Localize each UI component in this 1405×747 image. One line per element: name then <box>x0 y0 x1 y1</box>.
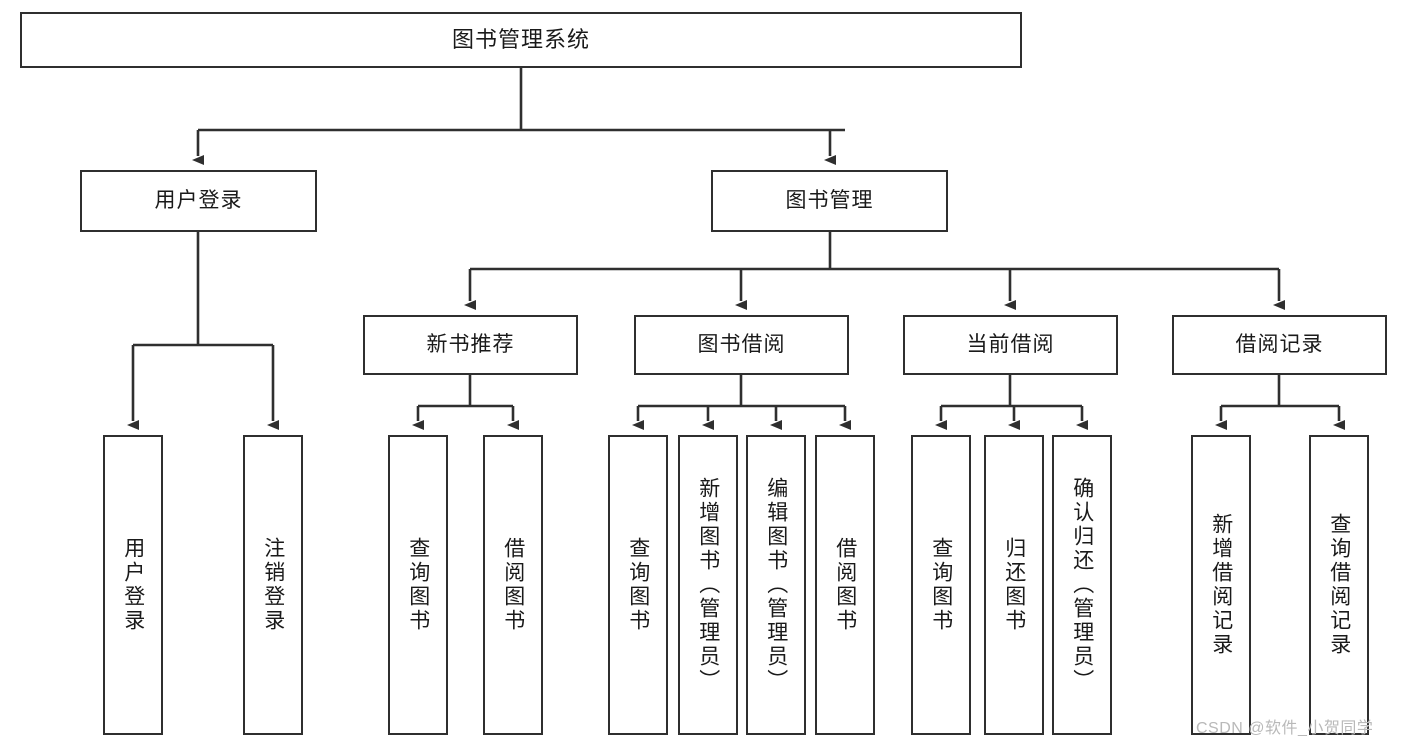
csdn-watermark: CSDN @软件_小贺同学 <box>1196 720 1374 737</box>
node-leaf-user-login-label: 用户登录 <box>121 537 145 633</box>
node-user-login-label: 用户登录 <box>154 189 243 213</box>
node-leaf-add-book-label: 新增图书（管理员） <box>696 477 720 693</box>
node-leaf-query-record[interactable]: 查询借阅记录 <box>1309 435 1369 735</box>
node-leaf-query-book-2-label: 查询图书 <box>626 537 650 633</box>
node-leaf-borrow-book-2[interactable]: 借阅图书 <box>815 435 875 735</box>
node-root-label: 图书管理系统 <box>451 26 590 52</box>
node-leaf-query-record-label: 查询借阅记录 <box>1327 513 1351 657</box>
node-root[interactable]: 图书管理系统 <box>20 12 1022 68</box>
node-leaf-query-book-3[interactable]: 查询图书 <box>911 435 971 735</box>
node-leaf-logout[interactable]: 注销登录 <box>243 435 303 735</box>
node-current-borrow[interactable]: 当前借阅 <box>903 315 1118 375</box>
node-leaf-edit-book[interactable]: 编辑图书（管理员） <box>746 435 806 735</box>
node-leaf-confirm-return-label: 确认归还（管理员） <box>1070 477 1094 693</box>
node-leaf-confirm-return[interactable]: 确认归还（管理员） <box>1052 435 1112 735</box>
node-new-book-recommend[interactable]: 新书推荐 <box>363 315 578 375</box>
node-leaf-return-book[interactable]: 归还图书 <box>984 435 1044 735</box>
node-book-borrow-label: 图书借阅 <box>697 333 786 357</box>
node-leaf-user-login[interactable]: 用户登录 <box>103 435 163 735</box>
node-leaf-add-book[interactable]: 新增图书（管理员） <box>678 435 738 735</box>
node-leaf-query-book-2[interactable]: 查询图书 <box>608 435 668 735</box>
node-new-book-recommend-label: 新书推荐 <box>426 333 515 357</box>
node-leaf-query-book-3-label: 查询图书 <box>929 537 953 633</box>
node-book-manage[interactable]: 图书管理 <box>711 170 948 232</box>
node-leaf-borrow-book-2-label: 借阅图书 <box>833 537 857 633</box>
node-leaf-add-record-label: 新增借阅记录 <box>1209 513 1233 657</box>
node-leaf-borrow-book-1[interactable]: 借阅图书 <box>483 435 543 735</box>
node-leaf-add-record[interactable]: 新增借阅记录 <box>1191 435 1251 735</box>
node-book-borrow[interactable]: 图书借阅 <box>634 315 849 375</box>
node-leaf-borrow-book-1-label: 借阅图书 <box>501 537 525 633</box>
node-leaf-query-book-1-label: 查询图书 <box>406 537 430 633</box>
node-current-borrow-label: 当前借阅 <box>966 333 1055 357</box>
node-leaf-logout-label: 注销登录 <box>261 537 285 633</box>
node-leaf-query-book-1[interactable]: 查询图书 <box>388 435 448 735</box>
node-borrow-record[interactable]: 借阅记录 <box>1172 315 1387 375</box>
node-leaf-edit-book-label: 编辑图书（管理员） <box>764 477 788 693</box>
node-borrow-record-label: 借阅记录 <box>1235 333 1324 357</box>
node-book-manage-label: 图书管理 <box>785 189 874 213</box>
node-user-login[interactable]: 用户登录 <box>80 170 317 232</box>
node-leaf-return-book-label: 归还图书 <box>1002 537 1026 633</box>
